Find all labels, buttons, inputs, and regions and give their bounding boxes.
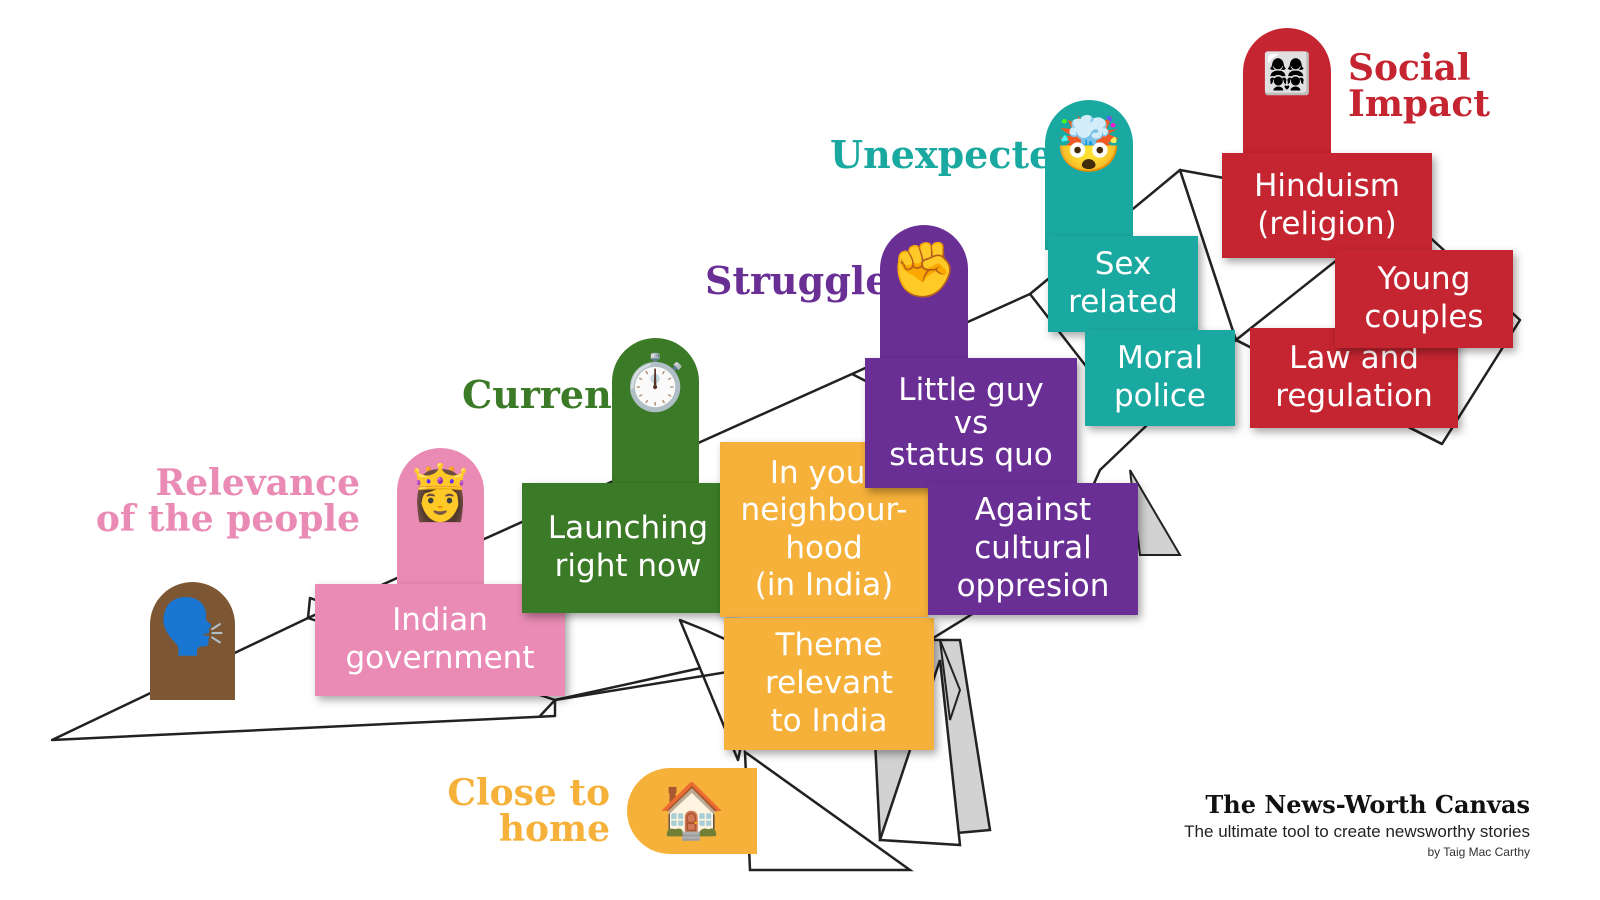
unexpected-tab: 🤯 bbox=[1045, 100, 1133, 250]
card-line: related bbox=[1068, 284, 1178, 320]
card-line: cultural bbox=[974, 530, 1092, 567]
princess-icon: 👸 bbox=[406, 461, 475, 524]
card-line: hood bbox=[785, 529, 863, 566]
card-line: regulation bbox=[1275, 378, 1433, 414]
dino-back-leg-shade bbox=[878, 659, 962, 847]
card-line: Launching bbox=[547, 510, 709, 547]
card-line: vs bbox=[953, 404, 989, 441]
exploding-head-icon: 🤯 bbox=[1055, 113, 1123, 176]
card-theme-relevant: Theme relevant to India bbox=[724, 618, 934, 750]
close-heading-line-2: home bbox=[498, 808, 610, 850]
close-to-home-tab: 🏠 bbox=[627, 768, 757, 854]
dino-belly-shade bbox=[939, 639, 962, 721]
card-line: (religion) bbox=[1257, 205, 1397, 242]
current-heading: Current bbox=[462, 376, 629, 414]
card-line: Sex bbox=[1094, 246, 1152, 283]
card-line: police bbox=[1114, 378, 1206, 414]
card-line: relevant bbox=[765, 665, 893, 702]
social-heading-line-1: Social bbox=[1348, 47, 1471, 89]
card-line: oppresion bbox=[956, 567, 1110, 604]
card-line: Little guy bbox=[898, 372, 1044, 409]
current-heading-text: Current bbox=[462, 372, 630, 417]
card-line: government bbox=[345, 640, 535, 676]
close-to-home-heading: Close to home bbox=[447, 775, 610, 847]
card-sex-related: Sex related bbox=[1048, 236, 1198, 332]
card-line: right now bbox=[554, 548, 702, 584]
relevance-heading: Relevance of the people bbox=[96, 465, 360, 537]
card-line: In your bbox=[769, 455, 879, 492]
raised-fist-icon: ✊ bbox=[890, 238, 958, 301]
card-line: status quo bbox=[889, 437, 1053, 474]
struggle-heading: Struggle bbox=[705, 262, 889, 300]
relevance-heading-line-1: Relevance bbox=[155, 462, 360, 504]
card-in-your-neighbourhood: In your neighbour- hood (in India) bbox=[720, 442, 928, 617]
card-hinduism: Hinduism (religion) bbox=[1222, 153, 1432, 258]
house-icon: 🏠 bbox=[658, 779, 726, 842]
card-moral-police: Moral police bbox=[1085, 330, 1235, 426]
card-little-guy: Little guy vs status quo bbox=[865, 358, 1077, 488]
social-impact-heading: Social Impact bbox=[1348, 50, 1490, 122]
stopwatch-icon: ⏱️ bbox=[621, 351, 690, 414]
card-against-cultural: Against cultural oppresion bbox=[928, 483, 1138, 615]
family-icon: 👩‍👩‍👧‍👧 bbox=[1262, 51, 1312, 97]
relevance-heading-line-2: of the people bbox=[95, 498, 360, 540]
card-line: Moral bbox=[1116, 340, 1204, 377]
card-line: (in India) bbox=[754, 566, 894, 603]
social-heading-line-2: Impact bbox=[1348, 83, 1490, 125]
struggle-heading-text: Struggle bbox=[705, 258, 890, 303]
close-heading-line-1: Close to bbox=[447, 772, 610, 814]
brand-title: The News-Worth Canvas bbox=[1205, 790, 1530, 819]
brand-subtitle: The ultimate tool to create newsworthy s… bbox=[1184, 822, 1530, 841]
card-launching-right-now: Launching right now bbox=[522, 483, 734, 613]
card-line: to India bbox=[770, 702, 888, 739]
card-line: couples bbox=[1364, 299, 1484, 335]
card-line: neighbour- bbox=[740, 492, 908, 529]
unexpected-heading-text: Unexpected bbox=[830, 132, 1080, 177]
speaking-head-icon: 🗣️ bbox=[158, 595, 227, 658]
struggle-tab: ✊ bbox=[880, 225, 968, 365]
voice-tab: 🗣️ bbox=[150, 582, 235, 700]
relevance-tab: 👸 bbox=[397, 448, 484, 588]
card-line: Indian bbox=[392, 602, 488, 639]
card-line: Young bbox=[1377, 261, 1471, 298]
card-young-couples: Young couples bbox=[1335, 250, 1513, 348]
unexpected-heading: Unexpected bbox=[830, 136, 1080, 174]
card-line: Against bbox=[974, 492, 1092, 529]
card-line: Theme bbox=[775, 627, 883, 664]
current-tab: ⏱️ bbox=[612, 338, 699, 488]
card-line: Hinduism bbox=[1254, 167, 1400, 204]
brand-byline: by Taig Mac Carthy bbox=[1427, 845, 1531, 859]
social-impact-tab: 👩‍👩‍👧‍👧 bbox=[1243, 28, 1331, 168]
